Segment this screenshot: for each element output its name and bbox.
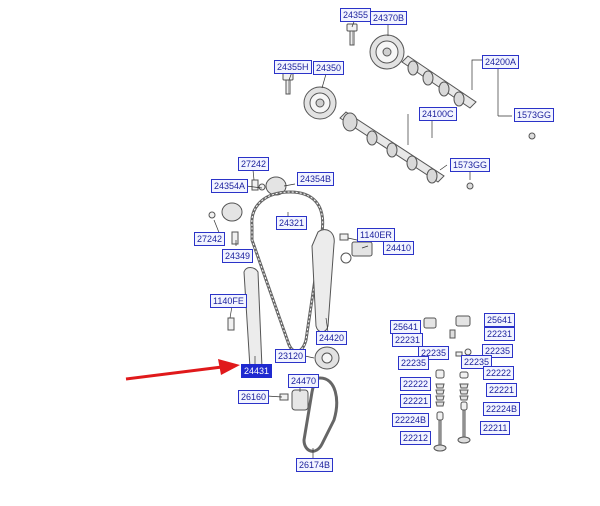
tensioner-rail-24420-icon — [311, 229, 335, 333]
part-label-27242-upper[interactable]: 27242 — [238, 157, 270, 171]
part-label-24200A[interactable]: 24200A — [482, 55, 520, 69]
camshaft-24100C-icon — [339, 111, 474, 190]
part-label-22231-right[interactable]: 22231 — [484, 327, 516, 341]
valve-train-icon — [423, 315, 472, 452]
chain-tensioner-24410-icon — [339, 233, 373, 264]
part-label-22221-left[interactable]: 22221 — [400, 394, 432, 408]
cam-sprocket-24350-icon — [303, 86, 337, 120]
bolt-24349-icon — [231, 231, 239, 245]
part-label-24370B[interactable]: 24370B — [370, 11, 408, 25]
part-label-27242-lower[interactable]: 27242 — [194, 232, 226, 246]
part-label-24350[interactable]: 24350 — [313, 61, 345, 75]
part-label-26160[interactable]: 26160 — [238, 390, 270, 404]
part-label-24321[interactable]: 24321 — [276, 216, 308, 230]
part-label-1140ER[interactable]: 1140ER — [357, 228, 395, 242]
part-label-1573GG-upper[interactable]: 1573GG — [514, 108, 555, 122]
part-label-22224B-left[interactable]: 22224B — [392, 413, 430, 427]
part-label-24410[interactable]: 24410 — [383, 241, 415, 255]
bolt-1140FE-icon — [227, 317, 235, 331]
part-label-1140FE[interactable]: 1140FE — [210, 294, 247, 308]
part-label-22231-left[interactable]: 22231 — [392, 333, 424, 347]
part-label-22235-d[interactable]: 22235 — [461, 355, 493, 369]
idler-24354A-icon — [208, 202, 243, 222]
part-label-22224B-right[interactable]: 22224B — [483, 402, 521, 416]
part-label-22235-b[interactable]: 22235 — [482, 344, 514, 358]
part-label-24354B[interactable]: 24354B — [297, 172, 335, 186]
part-label-26174B[interactable]: 26174B — [296, 458, 334, 472]
part-label-1573GG-lower[interactable]: 1573GG — [450, 158, 491, 172]
part-label-24354A[interactable]: 24354A — [211, 179, 249, 193]
part-label-24355H[interactable]: 24355H — [274, 60, 312, 74]
part-label-23120[interactable]: 23120 — [275, 349, 307, 363]
camshaft-24200A-icon — [401, 55, 536, 140]
part-label-24470[interactable]: 24470 — [288, 374, 320, 388]
cam-sprocket-24370B-icon — [369, 34, 405, 70]
crank-sprocket-23120-icon — [314, 346, 340, 370]
bolt-27242-icon — [251, 179, 259, 191]
part-label-24420[interactable]: 24420 — [316, 331, 348, 345]
oil-pump-chain-26174B-icon — [302, 376, 339, 453]
part-label-22222-left[interactable]: 22222 — [400, 377, 432, 391]
leader-lines — [213, 18, 512, 458]
bolt-24355-icon — [346, 23, 358, 46]
part-label-24100C[interactable]: 24100C — [419, 107, 457, 121]
part-label-24349[interactable]: 24349 — [222, 249, 254, 263]
part-label-25641-left[interactable]: 25641 — [390, 320, 422, 334]
part-label-22212[interactable]: 22212 — [400, 431, 432, 445]
part-label-25641-right[interactable]: 25641 — [484, 313, 516, 327]
bolt-24355H-icon — [282, 72, 294, 95]
part-label-22211[interactable]: 22211 — [480, 421, 511, 435]
part-label-24355[interactable]: 24355 — [340, 8, 372, 22]
idler-24354B-icon — [258, 176, 287, 196]
part-label-22221-right[interactable]: 22221 — [486, 383, 518, 397]
guide-rail-24431-icon — [243, 267, 263, 373]
pointer-arrow — [125, 359, 240, 381]
part-label-22222-right[interactable]: 22222 — [483, 366, 515, 380]
part-label-22235-c[interactable]: 22235 — [398, 356, 430, 370]
part-label-24431-selected[interactable]: 24431 — [241, 364, 273, 378]
oil-pump-tensioner-24470-icon — [279, 389, 309, 411]
